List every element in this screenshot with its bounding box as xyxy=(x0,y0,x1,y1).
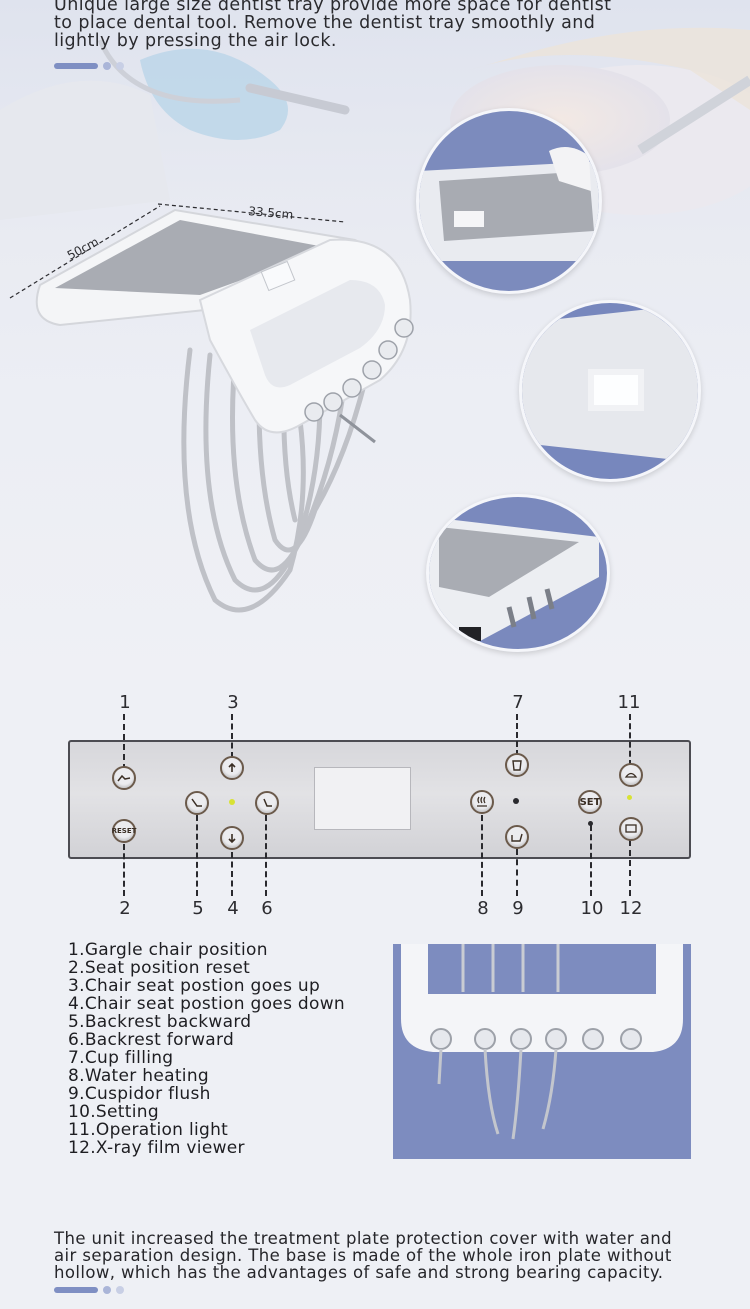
light-led-green xyxy=(627,795,632,800)
detail-circle-holders xyxy=(426,494,610,652)
callout-number-8: 8 xyxy=(477,898,489,919)
legend-item: 3.Chair seat postion goes up xyxy=(68,976,321,996)
callout-number-4: 4 xyxy=(227,898,239,919)
callout-number-9: 9 xyxy=(512,898,524,919)
legend-item: 4.Chair seat postion goes down xyxy=(68,994,345,1014)
hero-section: Unique large size dentist tray provide m… xyxy=(0,0,750,680)
gargle-chair-position-button[interactable] xyxy=(112,766,136,790)
xray-film-viewer-button[interactable] xyxy=(619,817,643,841)
status-led-green xyxy=(229,799,235,805)
set-label: SET xyxy=(579,796,601,808)
backrest-backward-button[interactable] xyxy=(185,791,209,815)
callout-number-5: 5 xyxy=(192,898,204,919)
setting-led xyxy=(588,821,593,826)
backrest-forward-icon xyxy=(263,798,272,807)
chair-icon xyxy=(117,774,131,782)
callout-number-10: 10 xyxy=(580,898,604,919)
backrest-forward-button[interactable] xyxy=(255,791,279,815)
cup-filling-button[interactable] xyxy=(505,753,529,777)
dentist-tray-illustration: 33.5cm 50cm xyxy=(9,203,414,613)
legend-item: 7.Cup filling xyxy=(68,1048,174,1068)
legend-item: 10.Setting xyxy=(68,1102,159,1122)
detail-circle-tray-cover xyxy=(416,108,602,294)
heating-icon xyxy=(477,796,487,807)
legend-item: 5.Backrest backward xyxy=(68,1012,252,1032)
pagination-dots-top xyxy=(54,62,126,70)
status-led-dark xyxy=(513,798,519,804)
callout-number-2: 2 xyxy=(119,898,131,919)
legend-item: 11.Operation light xyxy=(68,1120,229,1140)
callout-number-1: 1 xyxy=(119,692,131,713)
callout-number-12: 12 xyxy=(619,898,643,919)
setting-button[interactable]: SET xyxy=(578,790,602,814)
detail-circle-screen xyxy=(519,300,701,482)
instrument-holder-photo xyxy=(393,944,691,1159)
arrow-down-icon xyxy=(228,834,236,844)
callout-number-7: 7 xyxy=(512,692,524,713)
bottom-description-text: The unit increased the treatment plate p… xyxy=(54,1229,672,1282)
monitor-icon xyxy=(625,824,637,833)
function-legend-list: 1.Gargle chair position 2.Seat position … xyxy=(68,941,388,1157)
width-dimension-label: 33.5cm xyxy=(248,204,294,222)
light-icon xyxy=(624,772,638,778)
callout-number-3: 3 xyxy=(227,692,239,713)
panel-screen xyxy=(314,767,411,830)
backrest-back-icon xyxy=(191,798,202,807)
seat-position-reset-button[interactable]: RESET xyxy=(112,819,136,843)
chair-seat-up-button[interactable] xyxy=(220,756,244,780)
intro-text: Unique large size dentist tray provide m… xyxy=(54,0,612,51)
cuspidor-flush-button[interactable] xyxy=(505,825,529,849)
flush-icon xyxy=(511,833,523,842)
cup-icon xyxy=(512,760,522,771)
water-heating-button[interactable] xyxy=(470,790,494,814)
legend-item: 1.Gargle chair position xyxy=(68,940,268,960)
legend-item: 9.Cuspidor flush xyxy=(68,1084,211,1104)
arrow-up-icon xyxy=(228,762,236,772)
chair-seat-down-button[interactable] xyxy=(220,826,244,850)
reset-label: RESET xyxy=(111,827,137,835)
operation-light-button[interactable] xyxy=(619,763,643,787)
legend-item: 8.Water heating xyxy=(68,1066,209,1086)
legend-item: 12.X-ray film viewer xyxy=(68,1138,245,1158)
legend-item: 6.Backrest forward xyxy=(68,1030,235,1050)
callout-number-11: 11 xyxy=(617,692,641,713)
pagination-dots-bottom xyxy=(54,1286,126,1294)
callout-number-6: 6 xyxy=(261,898,273,919)
legend-item: 2.Seat position reset xyxy=(68,958,251,978)
